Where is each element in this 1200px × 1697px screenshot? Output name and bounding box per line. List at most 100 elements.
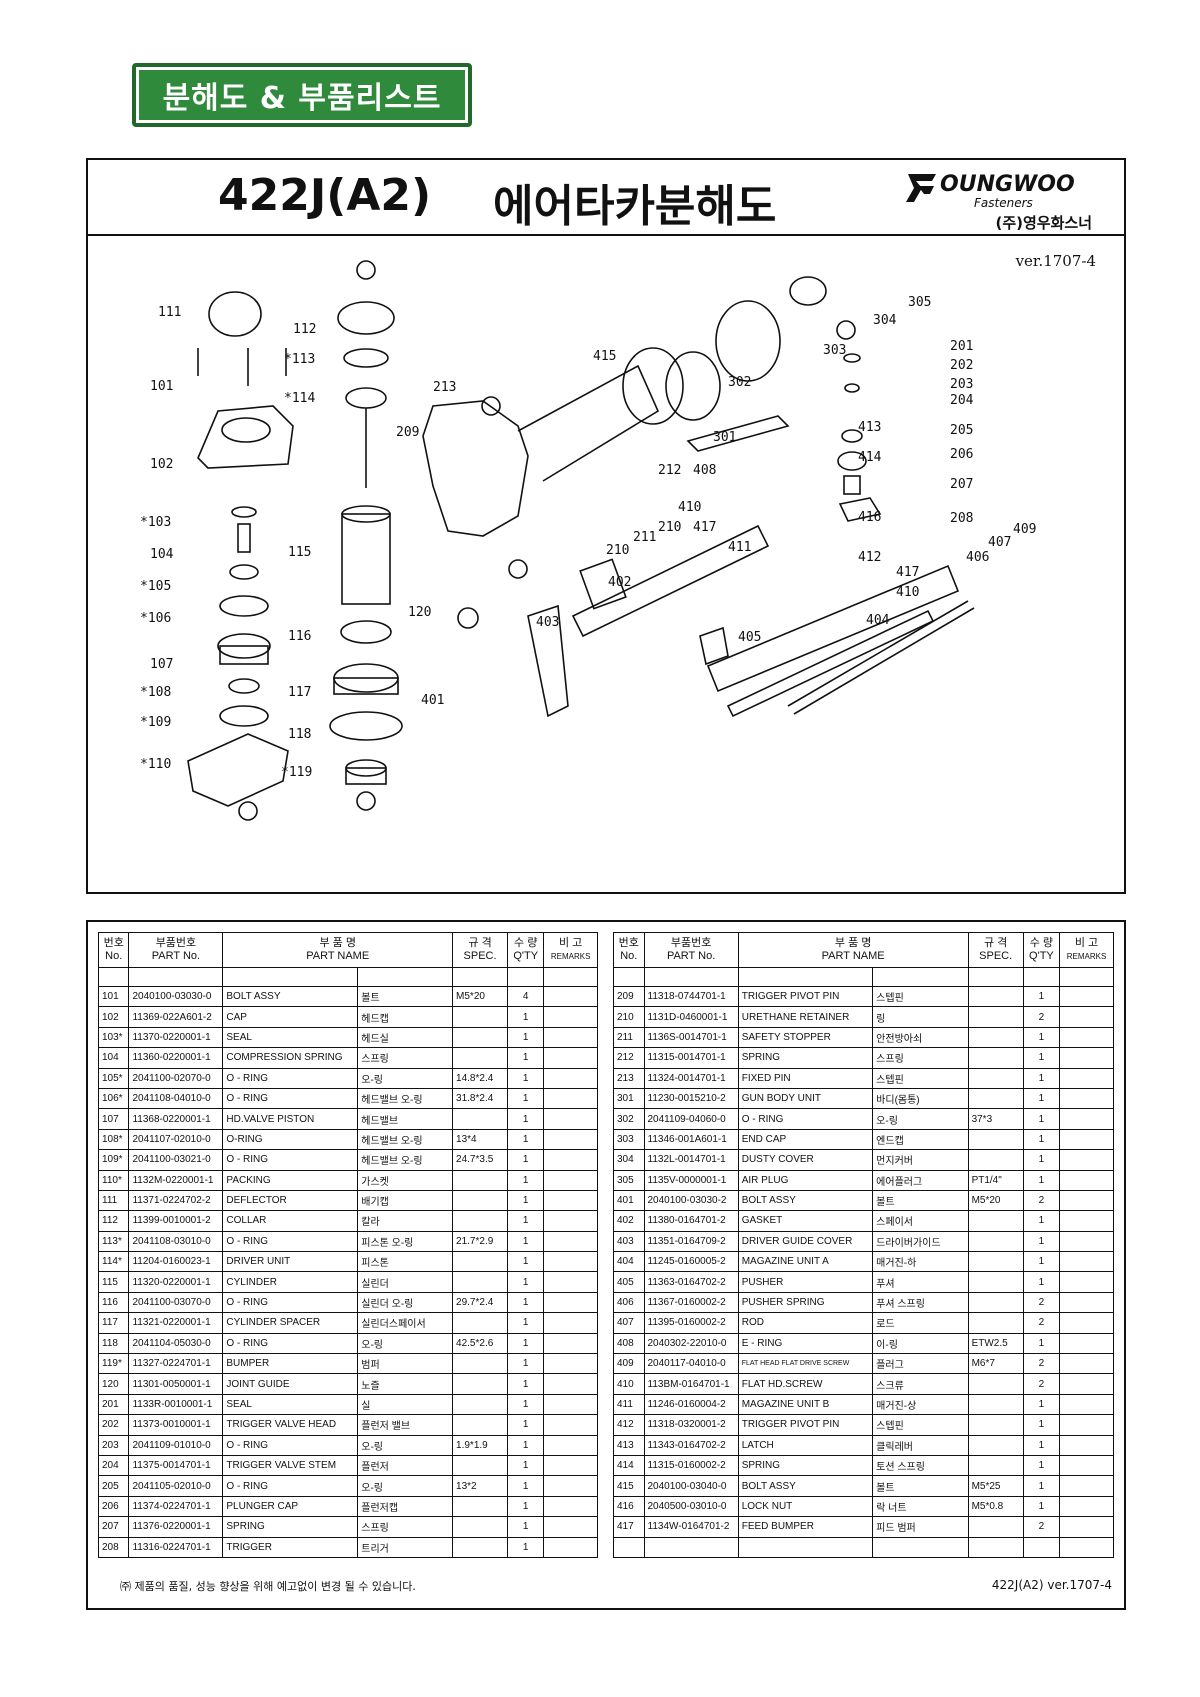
cell-no: 411 — [613, 1393, 645, 1416]
section-badge: 분해도 & 부품리스트 — [132, 63, 472, 127]
cell-korean-name: 안전방아쇠 — [872, 1026, 969, 1049]
cell-no: 302 — [613, 1108, 645, 1130]
cell-name: O - RING — [737, 1108, 874, 1130]
cell-spec — [452, 1393, 509, 1416]
cell-no: 101 — [97, 985, 130, 1008]
cell-no: 408 — [613, 1332, 645, 1355]
cell-korean-name: 볼트 — [872, 1189, 969, 1212]
cell-remarks — [543, 1434, 598, 1456]
cell-qty: 2 — [1022, 1291, 1061, 1314]
cell-no: 412 — [613, 1414, 645, 1436]
callout-label: 406 — [966, 550, 989, 565]
cell-korean-name: 푸셔 스프링 — [872, 1291, 969, 1314]
cell-name: E - RING — [737, 1332, 874, 1355]
cell-remarks — [1059, 1373, 1114, 1395]
cell-no: 109* — [97, 1149, 130, 1171]
cell-korean-name: 볼트 — [357, 985, 454, 1008]
cell-remarks — [1059, 1251, 1114, 1273]
cell-part-no: 2041108-03010-0 — [128, 1230, 224, 1253]
cell-part-no: 11368-0220001-1 — [128, 1108, 224, 1130]
cell-qty: 1 — [1022, 1414, 1061, 1436]
cell-spec — [967, 1067, 1024, 1089]
cell-spec — [452, 1006, 509, 1028]
cell-qty: 1 — [507, 1087, 545, 1110]
callout-labels: 111 112 *113 *114 101 102 *103 104 *105 … — [140, 295, 1036, 780]
cell-qty: 1 — [507, 1536, 545, 1558]
cell-part-no: 2040117-04010-0 — [643, 1353, 739, 1375]
cell-no: 415 — [613, 1475, 645, 1497]
cell-korean-name: 매거진-상 — [872, 1393, 969, 1416]
cell-name: TRIGGER — [222, 1536, 359, 1558]
cell-korean-name: 가스켓 — [357, 1169, 454, 1191]
callout-label: *119 — [281, 765, 312, 780]
cell-remarks — [543, 1312, 598, 1334]
cell-part-no: 1133R-0010001-1 — [128, 1393, 224, 1416]
cell-qty: 1 — [507, 1047, 545, 1069]
cell-qty: 2 — [1022, 1353, 1061, 1375]
cell-korean-name: 헤드밸브 — [357, 1108, 454, 1130]
cell-korean-name: 헤드밸브 오-링 — [357, 1149, 454, 1171]
cell-korean-name: 로드 — [872, 1312, 969, 1334]
cell-part-no: 2041100-02070-0 — [128, 1067, 224, 1089]
cell-spec: PT1/4" — [967, 1169, 1024, 1191]
cell-qty: 4 — [507, 985, 545, 1008]
cell-remarks — [543, 1251, 598, 1273]
cell-qty: 1 — [1022, 1475, 1061, 1497]
cell-qty: 2 — [1022, 1516, 1061, 1538]
cell-korean-name: 오-링 — [872, 1108, 969, 1130]
cell-part-no: 11346-001A601-1 — [643, 1128, 739, 1151]
cell-no: 212 — [613, 1047, 645, 1069]
cell-name: JOINT GUIDE — [222, 1373, 359, 1395]
callout-label: 202 — [950, 358, 973, 373]
cell-korean-name: 오-링 — [357, 1332, 454, 1355]
callout-label: 107 — [150, 657, 173, 672]
cell-qty: 1 — [1022, 985, 1061, 1008]
callout-label: 112 — [293, 322, 316, 337]
cell-name: O - RING — [222, 1149, 359, 1171]
cell-name: AIR PLUG — [737, 1169, 874, 1191]
logo-korean-name: (주)영우화스너 — [995, 214, 1092, 232]
cell-name: PUSHER SPRING — [737, 1291, 874, 1314]
cell-korean-name: 스크류 — [872, 1373, 969, 1395]
cell-name: O - RING — [222, 1087, 359, 1110]
cell-qty: 1 — [1022, 1271, 1061, 1293]
cell-no: 208 — [97, 1536, 130, 1558]
cell-spec: 14.8*2.4 — [452, 1067, 509, 1089]
cell-spec: 21.7*2.9 — [452, 1230, 509, 1253]
callout-label: 203 — [950, 377, 973, 392]
cell-qty: 1 — [1022, 1087, 1061, 1110]
callout-label: 414 — [858, 450, 882, 465]
cell-name: SAFETY STOPPER — [737, 1026, 874, 1049]
cell-spec — [452, 1312, 509, 1334]
cell-part-no: 11395-0160002-2 — [643, 1312, 739, 1334]
cell-part-no: 11370-0220001-1 — [128, 1026, 224, 1049]
cell-part-no: 11374-0224701-1 — [128, 1495, 224, 1518]
cell-spec: ETW2.5 — [967, 1332, 1024, 1355]
diagram-title: 에어타카분해도 — [493, 181, 777, 232]
packing-part — [187, 733, 289, 807]
cell-spec — [967, 1516, 1024, 1538]
cell-qty: 1 — [507, 1516, 545, 1538]
cell-name: FEED BUMPER — [737, 1516, 874, 1538]
cell-part-no: 11301-0050001-1 — [128, 1373, 224, 1395]
callout-label: 111 — [158, 305, 181, 320]
cell-korean-name: 스프링 — [872, 1047, 969, 1069]
cell-part-no: 11399-0010001-2 — [128, 1210, 224, 1232]
cell-remarks — [543, 1210, 598, 1232]
cell-name: PUSHER — [737, 1271, 874, 1293]
cell-part-no: 11321-0220001-1 — [128, 1312, 224, 1334]
callout-label: 207 — [950, 477, 973, 492]
